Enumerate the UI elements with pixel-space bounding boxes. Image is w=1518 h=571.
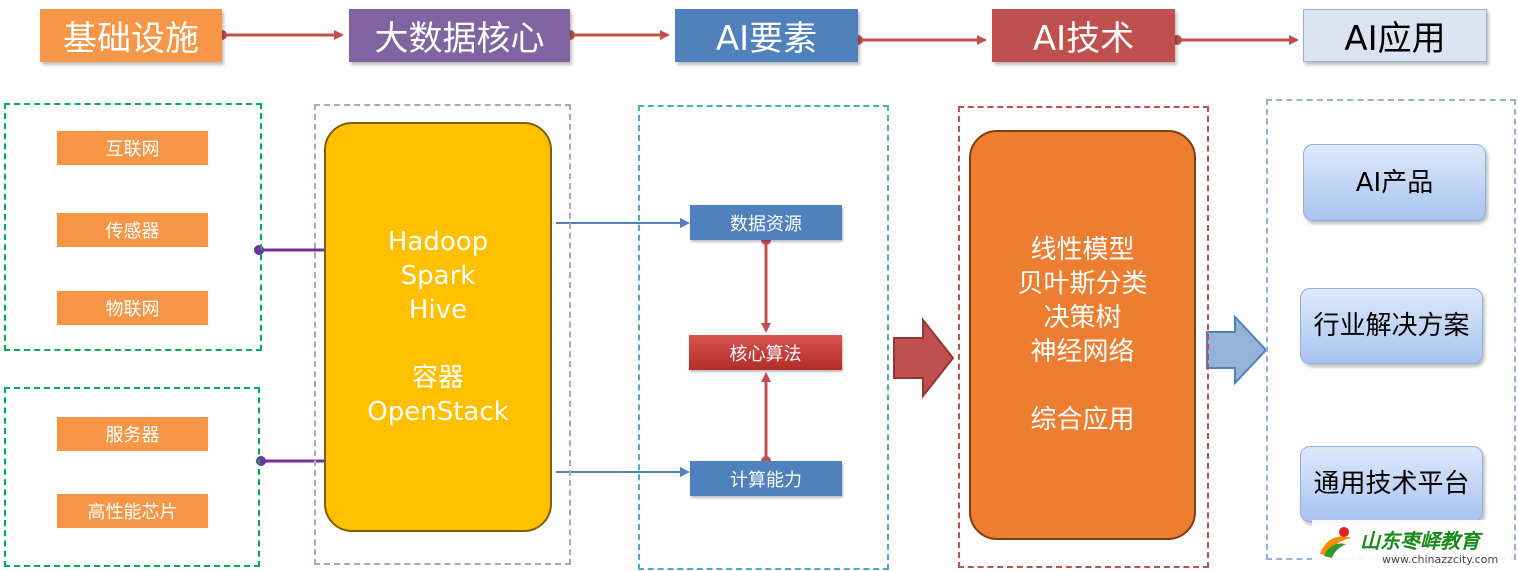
ai-tech-neural-network: 神经网络 <box>1030 337 1135 367</box>
bigdata-tech-container: 容器 <box>411 363 464 393</box>
header-ai-tech: AI技术 <box>992 9 1175 62</box>
general-platform-box: 通用技术平台 <box>1300 446 1483 522</box>
bigdata-tech-hadoop: Hadoop <box>387 227 489 257</box>
header-arrow-1 <box>217 30 344 40</box>
ai-tech-block: 线性模型 贝叶斯分类 决策树 神经网络 综合应用 <box>969 130 1196 540</box>
bigdata-group <box>314 104 571 565</box>
watermark: 山东枣峄教育 www.chinazzcity.com <box>1312 520 1514 569</box>
ai-tech-decision-tree: 决策树 <box>1043 303 1122 333</box>
infra-item-sensor: 传感器 <box>57 213 208 247</box>
ai-tech-group <box>958 106 1209 568</box>
block-arrow-red <box>893 317 955 399</box>
infra-item-chip: 高性能芯片 <box>57 494 208 528</box>
ai-elements-group <box>638 105 889 570</box>
bigdata-block: Hadoop Spark Hive 容器 OpenStack <box>324 122 552 532</box>
compute-power-box: 计算能力 <box>690 461 842 496</box>
infra-group-network <box>4 103 262 351</box>
industry-solutions-box: 行业解决方案 <box>1300 288 1483 364</box>
watermark-name: 山东枣峄教育 <box>1360 529 1480 553</box>
core-algorithm-box: 核心算法 <box>689 335 842 370</box>
data-resources-box: 数据资源 <box>690 205 842 240</box>
infra-item-internet: 互联网 <box>57 131 208 165</box>
ai-products-box: AI产品 <box>1303 144 1486 221</box>
bigdata-tech-spark: Spark <box>400 261 476 291</box>
infra-item-iot: 物联网 <box>57 291 208 325</box>
block-arrow-blue <box>1206 314 1268 386</box>
ai-tech-linear-model: 线性模型 <box>1030 235 1135 265</box>
ai-tech-bayes: 贝叶斯分类 <box>1017 269 1148 299</box>
header-infrastructure: 基础设施 <box>40 9 222 62</box>
watermark-url: www.chinazzcity.com <box>1382 553 1499 566</box>
bigdata-tech-hive: Hive <box>408 295 468 325</box>
header-ai-elements: AI要素 <box>675 9 858 62</box>
header-arrow-4 <box>1172 35 1299 45</box>
bigdata-tech-openstack: OpenStack <box>367 397 509 427</box>
header-bigdata-core: 大数据核心 <box>349 9 570 62</box>
infra-group-hardware <box>4 387 260 567</box>
watermark-logo-icon <box>1320 527 1352 558</box>
ai-tech-integrated: 综合应用 <box>1030 405 1135 435</box>
header-arrow-2 <box>565 30 670 40</box>
header-ai-apps: AI应用 <box>1303 9 1487 62</box>
infra-item-server: 服务器 <box>57 417 208 451</box>
header-arrow-3 <box>853 35 987 45</box>
